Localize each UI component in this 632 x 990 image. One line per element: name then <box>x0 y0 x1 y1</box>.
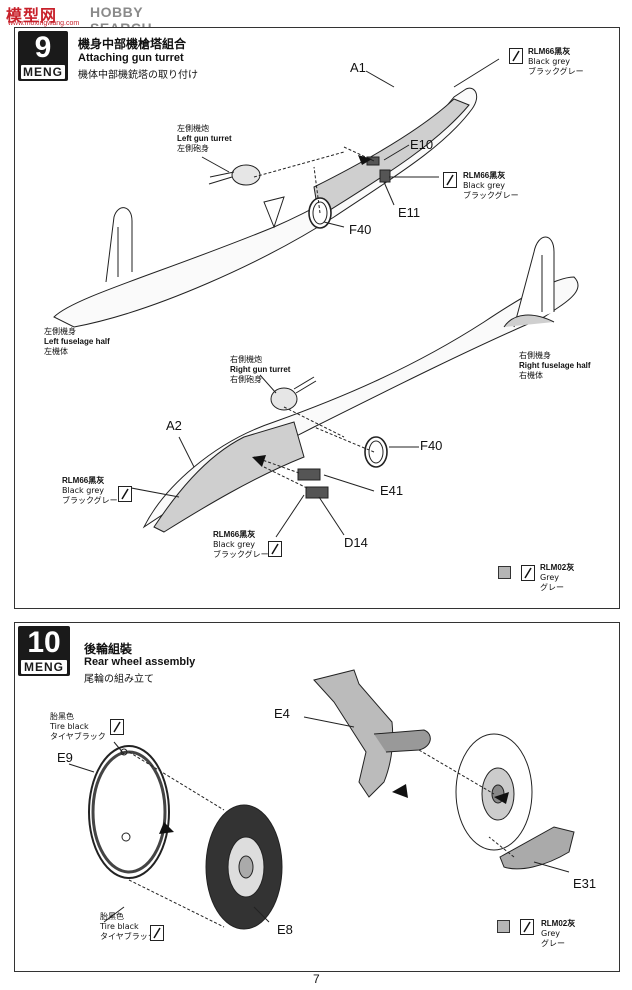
legend-step10-jp: グレー <box>541 939 565 948</box>
paint-a1-cn: RLM66黑灰 <box>528 47 571 56</box>
paint-a2-cn: RLM66黑灰 <box>62 476 105 485</box>
legend-step10-en: Grey <box>541 929 560 938</box>
left-fuselage-half <box>53 87 478 328</box>
right-half-jp: 右機体 <box>519 371 543 380</box>
tire-top-label: 胎黑色 Tire black タイヤブラック <box>50 712 106 742</box>
tire-top-jp: タイヤブラック <box>50 732 106 741</box>
brush-icon-e11 <box>443 172 457 188</box>
step10-drawing <box>68 669 575 930</box>
part-f40-bottom: F40 <box>420 438 443 453</box>
legend-step9-jp: グレー <box>540 583 564 592</box>
tire-bottom-jp: タイヤブラック <box>100 932 156 941</box>
brush-icon-d14 <box>268 541 282 557</box>
wheel-half-e9 <box>88 745 170 879</box>
right-turret-jp: 右側砲身 <box>230 375 262 384</box>
part-e8: E8 <box>277 922 293 937</box>
step9-number: 9 <box>34 31 52 64</box>
step10-title-jp: 尾輪の組み立て <box>84 674 154 685</box>
right-turret-cn: 右側機炮 <box>230 355 262 364</box>
brush-icon-a2 <box>118 486 132 502</box>
left-half-label: 左側機身 Left fuselage half 左機体 <box>44 327 110 357</box>
part-e4: E4 <box>274 706 290 721</box>
legend-step9-cn: RLM02灰 <box>540 563 575 572</box>
brush-icon-tire-top <box>110 719 124 735</box>
step9-badge: 9 MENG <box>18 31 68 81</box>
paint-e11-jp: ブラックグレー <box>463 191 519 200</box>
right-fuselage-half <box>142 276 579 529</box>
tire-top-cn: 胎黑色 <box>50 712 74 721</box>
paint-d14-en: Black grey <box>213 540 256 549</box>
left-half-en: Left fuselage half <box>44 337 110 346</box>
part-e31: E31 <box>573 876 597 891</box>
right-half-label: 右側機身 Right fuselage half 右機体 <box>519 351 591 381</box>
paint-a1-label: RLM66黑灰 Black grey ブラックグレー <box>528 47 584 77</box>
left-gun-turret <box>231 164 261 186</box>
paint-a1-jp: ブラックグレー <box>528 67 584 76</box>
left-turret-cn: 左側機炮 <box>177 124 209 133</box>
tire-bottom-cn: 胎黑色 <box>100 912 124 921</box>
page-number: 7 <box>313 972 320 986</box>
part-e31-shape <box>499 826 575 870</box>
right-half-cn: 右側機身 <box>519 351 551 360</box>
step10-badge: 10 MENG <box>18 626 70 676</box>
part-e41: E41 <box>380 483 404 498</box>
part-a1: A1 <box>350 60 366 75</box>
step10-title-en: Rear wheel assembly <box>84 656 196 668</box>
paint-d14-jp: ブラックグレー <box>213 550 269 559</box>
step10-number: 10 <box>27 626 61 659</box>
brush-icon-tire-bottom <box>150 925 164 941</box>
legend-step9-en: Grey <box>540 573 559 582</box>
tire-bottom-en: Tire black <box>100 922 139 931</box>
watermark: 模型网 HOBBY SEARCH www.moxingwang.com <box>4 2 164 36</box>
step10-brand: MENG <box>21 660 67 674</box>
legend-swatch-step9 <box>498 566 511 579</box>
paint-e11-cn: RLM66黑灰 <box>463 171 506 180</box>
brush-icon-legend-step10 <box>520 919 534 935</box>
step9-brand: MENG <box>21 65 65 79</box>
tire-top-en: Tire black <box>50 722 89 731</box>
paint-a1-en: Black grey <box>528 57 571 66</box>
paint-a2-jp: ブラックグレー <box>62 496 118 505</box>
step9-title-cn: 機身中部機槍塔組合 <box>78 37 187 51</box>
right-turret-label: 右側機炮 Right gun turret 右側砲身 <box>230 355 290 385</box>
step9-drawing <box>53 58 579 538</box>
left-half-cn: 左側機身 <box>44 327 76 336</box>
step9-title-en: Attaching gun turret <box>78 52 184 64</box>
right-gun-turret <box>270 387 298 411</box>
legend-step10-label: RLM02灰 Grey グレー <box>541 919 575 949</box>
watermark-logo: 模型网 <box>6 6 58 25</box>
brush-icon-legend-step9 <box>521 565 535 581</box>
watermark-url: www.moxingwang.com <box>8 20 80 27</box>
step10-title-cn: 後輪組裝 <box>84 642 133 656</box>
paint-a2-en: Black grey <box>62 486 105 495</box>
part-f40-top: F40 <box>349 222 372 237</box>
paint-a2-label: RLM66黑灰 Black grey ブラックグレー <box>62 476 118 506</box>
left-turret-en: Left gun turret <box>177 134 232 143</box>
step9-title-jp: 機体中部機銃塔の取り付け <box>78 70 198 81</box>
legend-swatch-step10 <box>497 920 510 933</box>
left-half-jp: 左機体 <box>44 347 68 356</box>
part-e11: E11 <box>398 205 421 220</box>
paint-e11-en: Black grey <box>463 181 506 190</box>
paint-d14-label: RLM66黑灰 Black grey ブラックグレー <box>213 530 269 560</box>
tire-bottom-label: 胎黑色 Tire black タイヤブラック <box>100 912 156 942</box>
legend-step10-cn: RLM02灰 <box>541 919 576 928</box>
strut-e4 <box>313 669 394 798</box>
right-half-en: Right fuselage half <box>519 361 591 370</box>
part-e10: E10 <box>410 137 434 152</box>
paint-d14-cn: RLM66黑灰 <box>213 530 256 539</box>
part-d14: D14 <box>344 535 368 550</box>
left-turret-label: 左側機炮 Left gun turret 左側砲身 <box>177 124 232 154</box>
right-turret-en: Right gun turret <box>230 365 291 374</box>
brush-icon-a1 <box>509 48 523 64</box>
legend-step9-label: RLM02灰 Grey グレー <box>540 563 574 593</box>
paint-e11-label: RLM66黑灰 Black grey ブラックグレー <box>463 171 519 201</box>
part-e9: E9 <box>57 750 73 765</box>
left-turret-jp: 左側砲身 <box>177 144 209 153</box>
part-a2: A2 <box>166 418 182 433</box>
